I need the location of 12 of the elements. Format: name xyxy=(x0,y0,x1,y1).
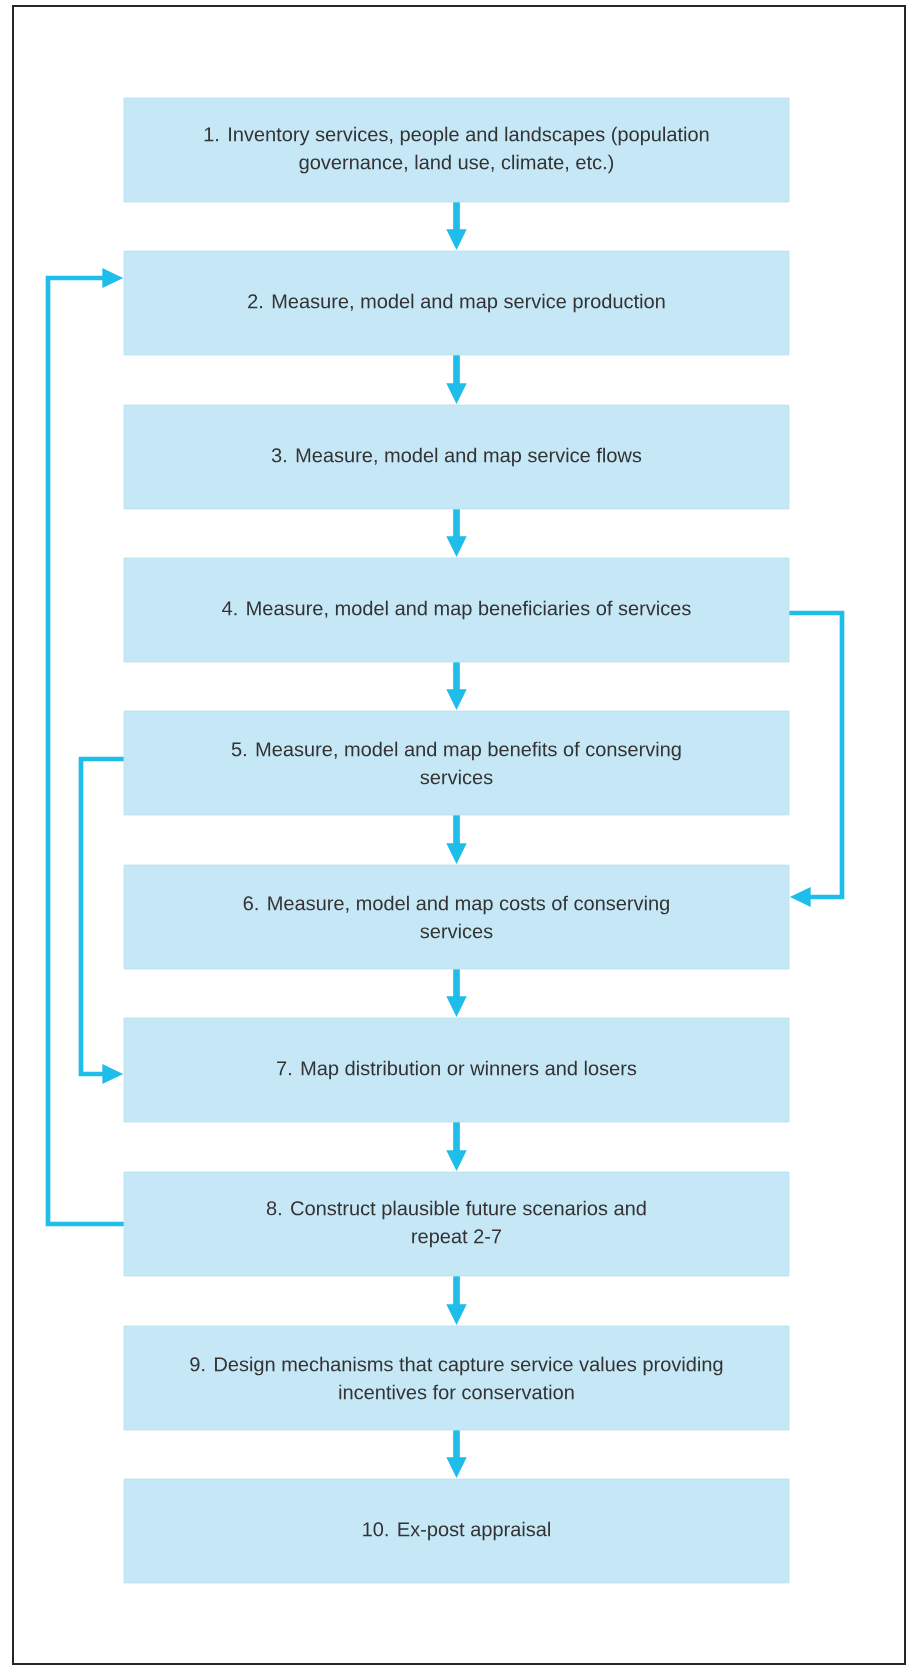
process-box: 10. Ex-post appraisal xyxy=(123,1478,790,1584)
process-box: 7. Map distribution or winners and losers xyxy=(123,1017,790,1123)
process-box: 9. Design mechanisms that capture service values providing incentives for conservation xyxy=(123,1325,790,1431)
process-box: 8. Construct plausible future scenarios and repeat 2-7 xyxy=(123,1171,790,1277)
process-box: 5. Measure, model and map benefits of conserving services xyxy=(123,710,790,816)
process-box: 3. Measure, model and map service flows xyxy=(123,404,790,510)
process-box: 1. Inventory services, people and landscapes (population governance, land use, climate, etc.) xyxy=(123,97,790,203)
process-box: 4. Measure, model and map beneficiaries of services xyxy=(123,557,790,663)
arrow xyxy=(45,267,124,1227)
process-box: 2. Measure, model and map service production xyxy=(123,250,790,356)
process-box: 6. Measure, model and map costs of conserving services xyxy=(123,864,790,970)
arrow xyxy=(789,610,845,908)
